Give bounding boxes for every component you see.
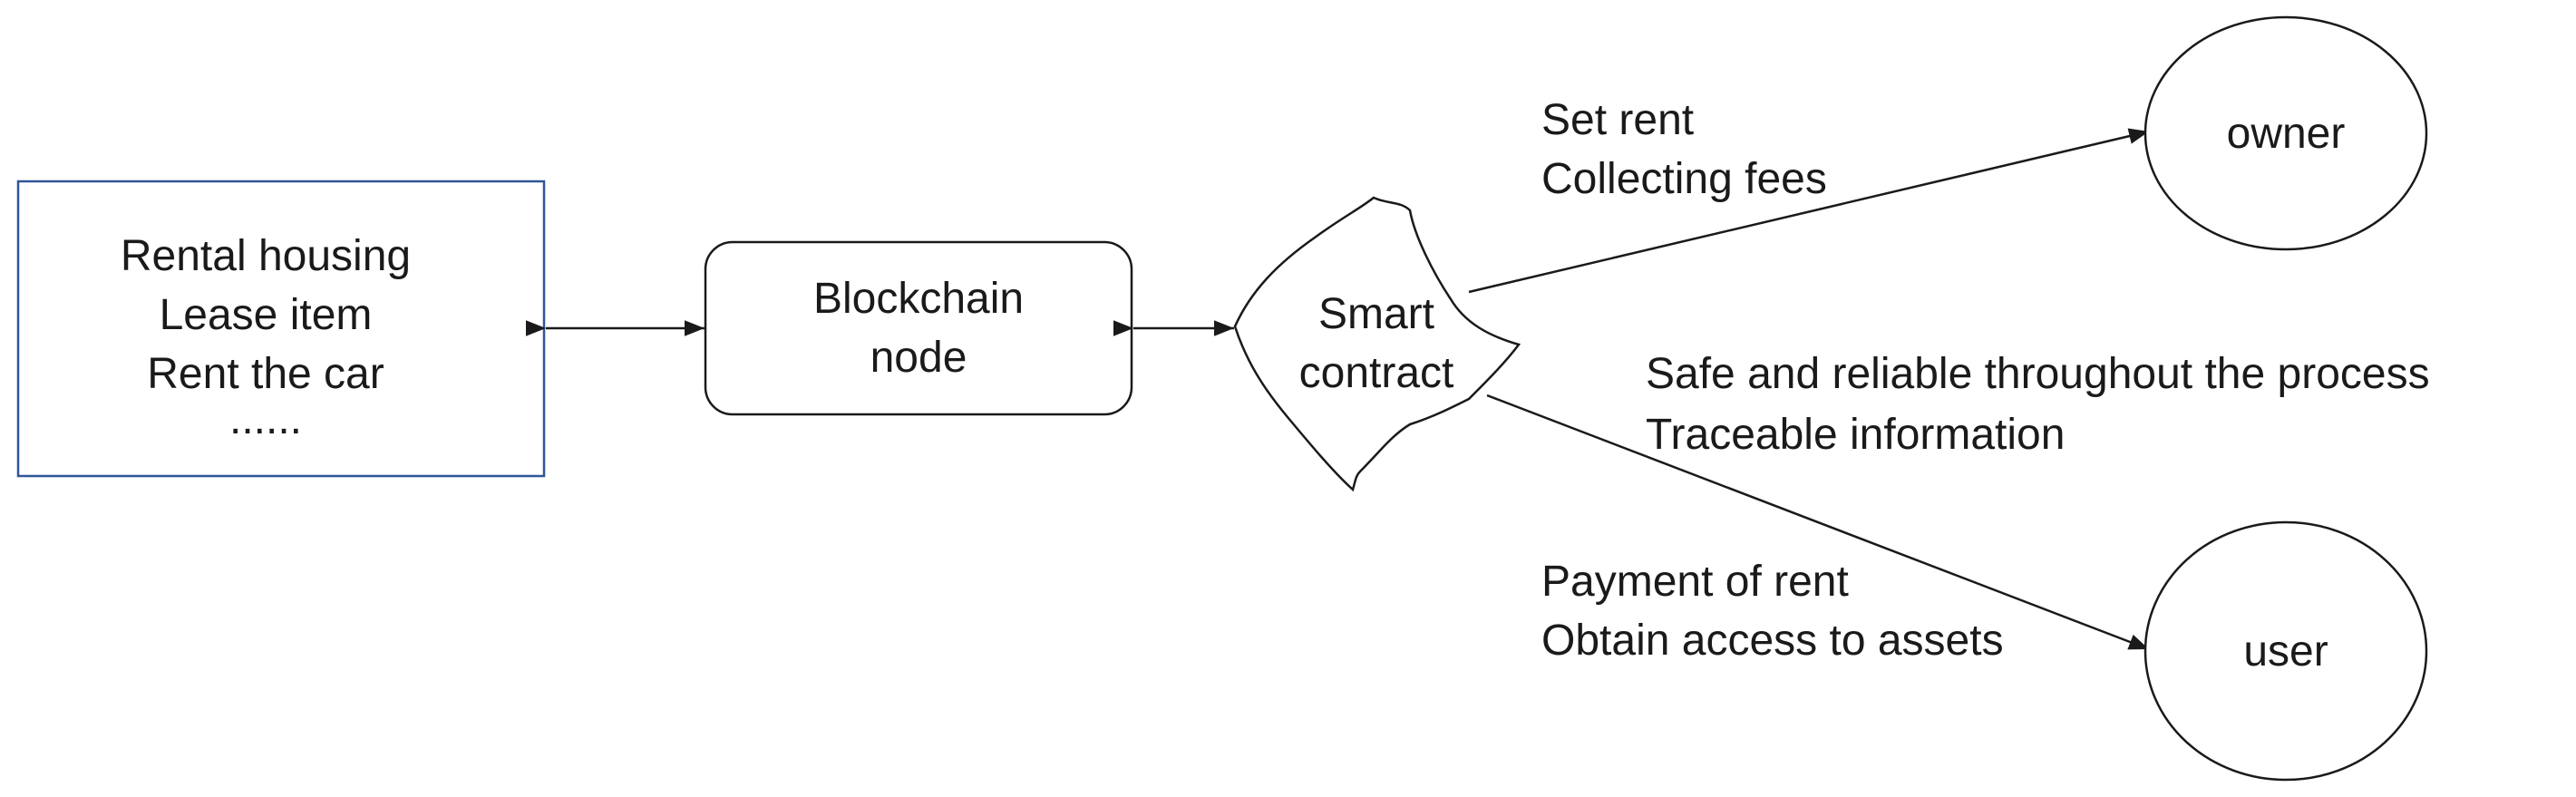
owner-edge-label-2: Collecting fees xyxy=(1541,155,1827,203)
blockchain-node: Blockchain node xyxy=(704,240,1133,416)
user-edge-label-2: Obtain access to assets xyxy=(1541,617,2004,665)
assets-box: Rental housing Lease item Rent the car .… xyxy=(16,180,546,478)
smart-contract-shape xyxy=(1233,196,1521,492)
assets-line-3: Rent the car xyxy=(147,350,384,398)
user-node: user xyxy=(2143,520,2428,782)
process-label-1: Safe and reliable throughout the process xyxy=(1646,350,2430,398)
assets-box-frame xyxy=(16,180,546,478)
user-edge-label-1: Payment of rent xyxy=(1541,558,1849,606)
smart-contract-line-1: Smart xyxy=(1318,290,1434,338)
contract-user-edge xyxy=(1486,394,2150,651)
smart-contract: Smart contract xyxy=(1233,196,1521,492)
owner-label: owner xyxy=(2227,110,2346,158)
blockchain-node-frame xyxy=(704,240,1133,416)
user-label: user xyxy=(2243,627,2328,676)
owner-edge-label-1: Set rent xyxy=(1541,96,1694,144)
contract-owner-edge xyxy=(1468,128,2150,294)
owner-node: owner xyxy=(2143,15,2428,251)
user-circle xyxy=(2143,520,2428,782)
smart-contract-line-2: contract xyxy=(1299,349,1454,397)
assets-line-4: ...... xyxy=(229,395,302,443)
blockchain-node-line-1: Blockchain xyxy=(813,275,1024,323)
owner-circle xyxy=(2143,15,2428,251)
process-label-2: Traceable information xyxy=(1646,411,2065,459)
assets-line-2: Lease item xyxy=(160,291,373,339)
blockchain-node-line-2: node xyxy=(870,334,967,382)
assets-line-1: Rental housing xyxy=(121,232,411,280)
